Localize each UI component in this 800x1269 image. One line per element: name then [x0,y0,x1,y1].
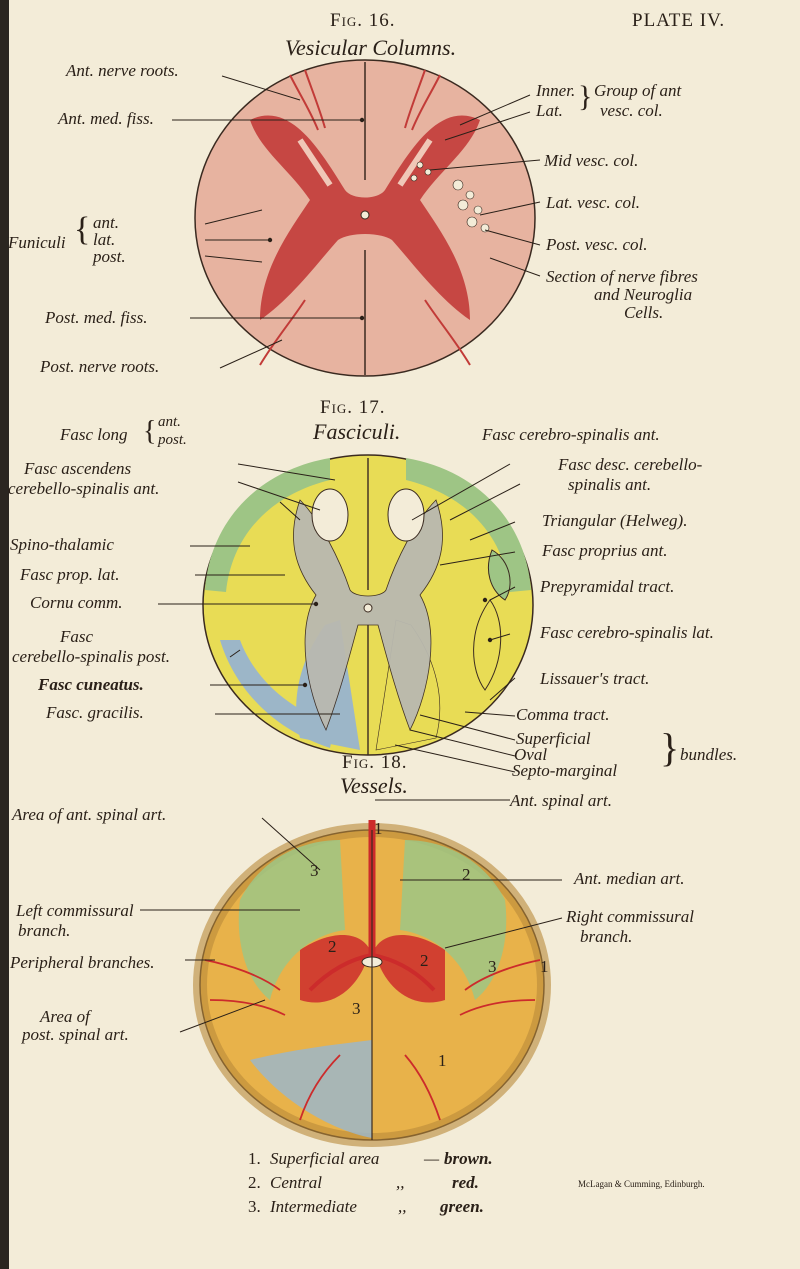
legend-color-1: brown. [444,1149,493,1168]
label-cornu-comm: Cornu comm. [30,593,123,612]
label-vesc-col: vesc. col. [600,101,663,120]
label-ant-nerve-roots: Ant. nerve roots. [66,61,179,80]
zone-number-3-left: 3 [310,861,319,880]
label-section-line3: Cells. [624,303,664,322]
fig17-title: Fig. 17. [320,397,386,418]
label-group-of-ant: Group of ant [594,81,682,100]
plate-label: PLATE IV. [632,10,726,31]
zone-number-1-right: 1 [540,957,549,976]
zone-number-1-top: 1 [374,819,383,838]
fig16-title: Fig. 16. [330,10,396,31]
label-section-line1: Section of nerve fibres [546,267,698,286]
label-lissauer: Lissauer's tract. [540,669,650,688]
label-right-comm-branch: branch. [580,927,633,946]
fig18-title: Fig. 18. [342,752,408,773]
label-desc-spinalis-ant: spinalis ant. [568,475,652,494]
zone-number-2-upper: 2 [462,865,471,884]
printer-imprint: McLagan & Cumming, Edinburgh. [578,1179,705,1189]
bundles-brace: } [660,725,680,770]
legend-sep-2: ,, [396,1173,405,1192]
label-fasc-long-post: post. [158,432,187,448]
fig16-subtitle: Vesicular Columns. [285,35,457,60]
label-right-commissural: Right commissural [566,907,694,926]
label-triangular: Triangular (Helweg). [542,511,688,530]
funiculi-brace: { [74,211,91,248]
label-oval: Oval [514,745,548,764]
fig18-subtitle: Vessels. [340,773,408,798]
label-post-nerve-roots: Post. nerve roots. [40,357,160,376]
fasc-long-brace: { [143,416,157,447]
label-fasc-prop-lat: Fasc prop. lat. [20,565,120,584]
label-bundles: bundles. [680,745,738,764]
label-fasc-long-ant: ant. [158,414,181,430]
legend-name-3: Intermediate [270,1197,357,1216]
zone-number-1-bottom: 1 [438,1051,447,1070]
label-ant-spinal-art: Ant. spinal art. [510,791,613,810]
label-fasc-cerebro-spinalis-ant: Fasc cerebro-spinalis ant. [482,425,660,444]
zone-number-3-center: 3 [352,999,361,1018]
fig17-spinal-cord [158,454,534,773]
fig18-spinal-cord [140,799,563,1147]
label-fasc-gracilis: Fasc. gracilis. [46,703,144,722]
label-funiculi-post: post. [93,247,126,266]
label-fasc: Fasc [60,627,94,646]
label-fasc-cuneatus: Fasc cuneatus. [38,675,144,694]
book-edge [0,0,9,1269]
label-cerebello-spinalis-post: cerebello-spinalis post. [12,647,171,666]
legend-name-2: Central [270,1173,322,1192]
label-funiculi-ant: ant. [93,213,119,232]
label-peripheral-branches: Peripheral branches. [10,953,155,972]
label-ant-med-fiss: Ant. med. fiss. [58,109,154,128]
label-prepyramidal: Prepyramidal tract. [540,577,675,596]
label-fasc-ascendens: Fasc ascendens [24,459,132,478]
label-mid-vesc-col: Mid vesc. col. [544,151,639,170]
label-fasc-proprius-ant: Fasc proprius ant. [542,541,668,560]
label-post-vesc-col: Post. vesc. col. [546,235,648,254]
label-spino-thalamic: Spino-thalamic [10,535,114,554]
label-area-of: Area of [40,1007,90,1026]
legend-color-2: red. [452,1173,479,1192]
label-superficial: Superficial [516,729,591,748]
label-area-ant-spinal: Area of ant. spinal art. [12,805,167,824]
label-fasc-long: Fasc long [60,425,128,444]
legend-num-2: 2. [248,1173,261,1192]
zone-number-2-left: 2 [328,937,337,956]
label-post-med-fiss: Post. med. fiss. [45,308,148,327]
label-inner: Inner. [536,81,576,100]
label-fasc-desc-cerebello: Fasc desc. cerebello- [558,455,703,474]
label-funiculi: Funiculi [8,233,66,252]
label-cerebello-spinalis-ant: cerebello-spinalis ant. [8,479,160,498]
fig16-spinal-cord [172,59,541,377]
group-brace: } [578,80,593,113]
zone-number-2-right: 2 [420,951,429,970]
label-lat-vesc-col: Lat. vesc. col. [546,193,640,212]
legend-name-1: Superficial area [270,1149,380,1168]
legend-num-1: 1. [248,1149,261,1168]
legend-sep-1: — [424,1149,440,1168]
label-fasc-cerebro-spinalis-lat: Fasc cerebro-spinalis lat. [540,623,714,642]
legend-num-3: 3. [248,1197,261,1216]
label-lat: Lat. [536,101,563,120]
legend-sep-3: ,, [398,1197,407,1216]
label-left-commissural: Left commissural [16,901,134,920]
fig17-subtitle: Fasciculi. [313,419,401,444]
legend-color-3: green. [440,1197,484,1216]
zone-number-3-right: 3 [488,957,497,976]
label-section-line2: and Neuroglia [594,285,693,304]
label-septo-marginal: Septo-marginal [512,761,618,780]
label-post-spinal-art: post. spinal art. [22,1025,129,1044]
label-ant-median-art: Ant. median art. [574,869,685,888]
label-comma-tract: Comma tract. [516,705,610,724]
label-funiculi-lat: lat. [93,230,116,249]
label-left-comm-branch: branch. [18,921,71,940]
